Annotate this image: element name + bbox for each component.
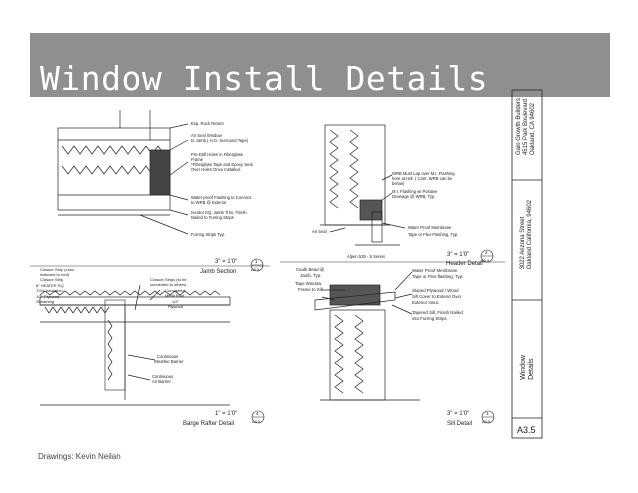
svg-text:1/2": 1/2" (172, 299, 180, 304)
svg-text:Iverdor EQ, Jamb Trim, Finish: Iverdor EQ, Jamb Trim, Finish (191, 210, 247, 215)
svg-text:Closure Strip: Closure Strip (40, 277, 64, 282)
drawing-sheet (30, 90, 552, 439)
svg-text:Header Detail: Header Detail (446, 261, 483, 267)
header-label: 3" = 1'0" Header Detail 2 A3.5 (446, 249, 494, 267)
page-title: Window Install Details (40, 59, 489, 98)
svg-text:1/2" Plywood: 1/2" Plywood (36, 294, 59, 299)
title-banner (30, 33, 610, 97)
rafter-notes-left: Closure Strip (color matched to roof) Cl… (36, 267, 75, 304)
svg-text:Exp. Rock Return: Exp. Rock Return (191, 121, 224, 126)
svg-text:Corrugated: Corrugated (165, 288, 185, 293)
svg-text:1" = 1'0": 1" = 1'0" (215, 411, 237, 417)
svg-text:Closure Strip (color: Closure Strip (color (40, 267, 75, 272)
svg-text:WRB Must Lap over M.I. Flashin: WRB Must Lap over M.I. Flashing (392, 171, 455, 176)
svg-text:3" = 1'0": 3" = 1'0" (447, 411, 469, 417)
svg-text:Frame to Sill: Frame to Sill (298, 287, 323, 292)
sheet-number: A3.5 (517, 425, 536, 435)
svg-text:to WRB @ Exterior: to WRB @ Exterior (191, 200, 227, 205)
svg-text:Plywood: Plywood (168, 304, 183, 309)
svg-text:Tape Window: Tape Window (295, 281, 322, 286)
svg-text:here at Hdr. ( Cont. WRB can b: here at Hdr. ( Cont. WRB can be (392, 176, 453, 181)
svg-text:Jamb Section: Jamb Section (200, 269, 236, 275)
svg-text:Jamb, Typ.: Jamb, Typ. (300, 273, 321, 278)
svg-text:Continuous: Continuous (157, 354, 178, 359)
svg-text:Furring Strips Typ.: Furring Strips Typ. (191, 232, 225, 237)
svg-text:4: 4 (256, 411, 259, 416)
svg-text:Exterior Insul.: Exterior Insul. (412, 300, 439, 305)
svg-text:Barge Rafter Detail: Barge Rafter Detail (183, 421, 234, 427)
svg-text:connected to others): connected to others) (150, 282, 187, 287)
detail-dividers (30, 261, 505, 267)
rafter-notes-low: Continuous Weather Barrier Continuous Ai… (152, 354, 184, 384)
svg-text:Sill Cover to Extend Over: Sill Cover to Extend Over (412, 294, 462, 299)
svg-text:Water Proof Membrane: Water Proof Membrane (412, 268, 458, 273)
svg-text:3" = 1'0": 3" = 1'0" (447, 252, 469, 258)
rafter-label: 1" = 1'0" Barge Rafter Detail 4 A3.5 (183, 410, 265, 427)
svg-text:Pre-Drill Holes in Fiberglass: Pre-Drill Holes in Fiberglass (191, 152, 243, 157)
svg-text:Tapered Sill, Finish Nailed: Tapered Sill, Finish Nailed (412, 310, 463, 315)
svg-text:Over Holes Once Installed.: Over Holes Once Installed. (191, 167, 241, 172)
jamb-notes: Exp. Rock Return Air Seal Window to Jamb… (191, 121, 253, 237)
jamb-section-drawing (57, 110, 189, 235)
svg-text:3: 3 (486, 411, 489, 416)
drawing-credit: Drawings: Kevin Neilan (38, 452, 121, 461)
header-detail-drawing (320, 124, 406, 246)
svg-text:Air Barrier: Air Barrier (152, 379, 171, 384)
svg-text:A3.5: A3.5 (481, 258, 490, 263)
svg-text:matched to roof): matched to roof) (40, 272, 70, 277)
svg-text:below): below) (392, 181, 405, 186)
svg-text:Closure Strips (to be: Closure Strips (to be (150, 277, 187, 282)
sill-detail-drawing (314, 271, 420, 401)
jamb-label: 3" = 1'0" Jamb Section 1 A3.5 (200, 258, 264, 275)
svg-text:Sloped Plywood / Wood: Sloped Plywood / Wood (412, 288, 459, 293)
sill-notes-left: Caulk Bead @ Jamb, Typ. Tape Window Fram… (295, 267, 325, 292)
svg-text:3" = 1'0": 3" = 1'0" (215, 259, 237, 265)
sill-notes-right: Water Proof Membrane Tape or Flex-flashi… (412, 268, 463, 321)
svg-text:Metal Roof: Metal Roof (165, 293, 185, 298)
title-block (511, 89, 543, 439)
svg-text:A3.5: A3.5 (252, 419, 261, 424)
svg-text:Sill Detail: Sill Detail (447, 421, 472, 427)
project-address: 3022 Arizona Street Oakland California, … (520, 200, 533, 270)
svg-text:Tape or Flex-Flashing, Typ.: Tape or Flex-Flashing, Typ. (408, 232, 458, 237)
svg-text:Nailed to Furring Strips: Nailed to Furring Strips (191, 215, 234, 220)
svg-text:Air Seal Window: Air Seal Window (191, 133, 223, 138)
svg-text:2: 2 (485, 250, 488, 255)
sill-label: 3" = 1'0" Sill Detail 3 A3.5 (447, 410, 495, 427)
svg-text:Caulk Bead @: Caulk Bead @ (296, 267, 325, 272)
svg-text:Frame: Frame (191, 157, 204, 162)
svg-text:Air Seal: Air Seal (312, 229, 327, 234)
barge-rafter-drawing (39, 284, 231, 406)
svg-text:*Fiberglass Tape and Epoxy Sea: *Fiberglass Tape and Epoxy Seal (191, 162, 253, 167)
svg-text:M.I. Flashing w/ Positive: M.I. Flashing w/ Positive (392, 189, 438, 194)
svg-text:8" HEATER SQ: 8" HEATER SQ (36, 283, 64, 288)
rafter-notes-mid: Closure Strips (to be connected to other… (150, 277, 187, 309)
svg-text:TOIL insulation: TOIL insulation (36, 288, 63, 293)
svg-text:A3.5: A3.5 (251, 267, 260, 272)
header-notes: WRB Must Lap over M.I. Flashing here at … (312, 171, 458, 259)
svg-text:into Furring Strips: into Furring Strips (412, 316, 447, 321)
svg-text:Water Proof Membrane: Water Proof Membrane (408, 225, 452, 230)
svg-text:1: 1 (255, 259, 258, 264)
sheet-title: Window Details (520, 355, 536, 380)
svg-text:Sheathing: Sheathing (36, 299, 54, 304)
svg-text:Tape or Flex-flashing, Typ.: Tape or Flex-flashing, Typ. (412, 274, 463, 279)
svg-text:Alpen 525 - 5 Series: Alpen 525 - 5 Series (347, 254, 385, 259)
svg-text:A3.5: A3.5 (482, 419, 491, 424)
svg-text:Water-proof Flashing to Connec: Water-proof Flashing to Connect (191, 195, 252, 200)
svg-text:to Jamb ( H.O. Surround Tape): to Jamb ( H.O. Surround Tape) (191, 138, 249, 143)
svg-text:Drainage @ WRB, Typ.: Drainage @ WRB, Typ. (392, 194, 436, 199)
svg-text:Weather Barrier: Weather Barrier (154, 359, 184, 364)
svg-text:Continuous: Continuous (152, 374, 173, 379)
builder-info: Gain Growth Builders 4515 Park Boulevard… (516, 98, 536, 156)
